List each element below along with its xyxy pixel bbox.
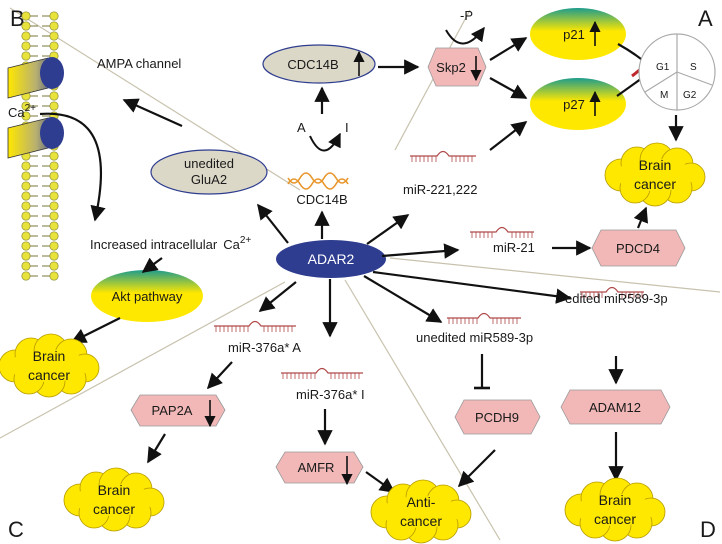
pap2a-label: PAP2A (152, 403, 193, 418)
unedited-mir589-label: unedited miR589-3p (416, 330, 533, 345)
arrow-glua2-to-ampa (122, 98, 183, 128)
brain-cancer-b-line2: cancer (28, 367, 70, 383)
arrow-mir376a-a-pap2a (206, 361, 233, 390)
anti-cancer-line2: cancer (400, 513, 442, 529)
arrow-skp2-p21 (489, 37, 528, 61)
arrow-adar2-glua2 (257, 203, 289, 244)
edited-mir589-label: edited miR589-3p (565, 291, 668, 306)
brain-cancer-a-line2: cancer (634, 176, 676, 192)
akt-pathway-label: Akt pathway (112, 289, 183, 304)
arrow-adar2-mir221 (366, 214, 410, 245)
ampa-channel-icon (7, 57, 64, 159)
g1-label: G1 (656, 62, 670, 73)
corner-label-d: D (700, 517, 716, 542)
p21-label: p21 (563, 27, 585, 42)
edit-a-label: A (297, 120, 306, 135)
edited-mir589-hairpin-icon (580, 286, 644, 298)
corner-label-b: B (10, 6, 25, 31)
unedited-mir589-hairpin-icon (447, 312, 521, 324)
adar2-label: ADAR2 (308, 251, 355, 267)
adar2-node (276, 240, 386, 278)
p27-label: p27 (563, 97, 585, 112)
amfr-node (275, 451, 364, 484)
cdc14b-gene-label: CDC14B (296, 192, 347, 207)
amfr-label: AMFR (298, 460, 335, 475)
arrow-adar2-unedited-mir589 (363, 275, 443, 323)
phospho-arrow (445, 26, 485, 45)
mir21-hairpin-icon (470, 226, 534, 238)
arrow-adar2-mir21 (381, 243, 460, 259)
pap2a-node (130, 394, 226, 427)
arrow-calcium-to-akt (141, 257, 163, 273)
editing-arrow (309, 132, 341, 152)
mir376a-a-hairpin-icon (214, 320, 296, 332)
pdcd4-label: PDCD4 (616, 241, 660, 256)
calcium-label: Ca2+ (8, 103, 36, 120)
mir221-hairpin-icon (410, 150, 476, 162)
arrow-amfr-anticancer (365, 471, 396, 493)
brain-cancer-d-line1: Brain (599, 492, 632, 508)
arrow-pap2a-cancer (147, 433, 166, 464)
brain-cancer-b-line1: Brain (33, 348, 66, 364)
pdcd4-node (591, 229, 686, 267)
brain-cancer-cloud-a (604, 142, 706, 207)
p21-node (530, 8, 626, 60)
anti-cancer-line1: Anti- (407, 494, 436, 510)
anti-cancer-cloud (370, 479, 472, 544)
mir221-label: miR-221,222 (403, 182, 477, 197)
akt-pathway-node (91, 270, 203, 322)
pcdh9-label: PCDH9 (475, 410, 519, 425)
arrow-pdcd4-cancer (633, 206, 649, 229)
calcium-influx-arrow (39, 112, 106, 222)
mir376a-i-hairpin-icon (281, 367, 363, 379)
skp2-label: Skp2 (436, 60, 466, 75)
edit-i-label: I (345, 120, 349, 135)
adam12-node (560, 389, 671, 425)
brain-cancer-c-line2: cancer (93, 501, 135, 517)
brain-cancer-cloud-b (0, 333, 100, 398)
corner-label-c: C (8, 517, 24, 542)
unedited-glua2-label-2: GluA2 (191, 172, 227, 187)
adar2-arrows (257, 203, 572, 338)
brain-cancer-c-line1: Brain (98, 482, 131, 498)
arrow-adar2-edited-mir589 (372, 270, 572, 304)
brain-cancer-d-line2: cancer (594, 511, 636, 527)
arrow-akt-to-cancer (70, 317, 121, 343)
arrow-skp2-p27 (489, 77, 528, 99)
brain-cancer-a-line1: Brain (639, 157, 672, 173)
arrow-mir221-p27 (489, 121, 528, 151)
ampa-channel-label: AMPA channel (97, 56, 181, 71)
dna-helix-icon (287, 172, 349, 190)
mir376a-a-label: miR-376a* A (228, 340, 301, 355)
p27-node (530, 78, 626, 130)
pcdh9-node (454, 399, 541, 435)
mir376a-i-label: miR-376a* I (296, 387, 365, 402)
unedited-glua2-label-1: unedited (184, 156, 234, 171)
s-label: S (690, 62, 697, 73)
adam12-label: ADAM12 (589, 400, 641, 415)
cdc14b-label: CDC14B (287, 57, 338, 72)
cdc14b-node (262, 44, 376, 84)
brain-cancer-cloud-c (63, 467, 165, 532)
cell-cycle-icon (638, 33, 716, 111)
arrow-adar2-mir376-a (258, 281, 297, 312)
unedited-glua2-node (150, 149, 268, 195)
brain-cancer-cloud-d (564, 477, 666, 542)
arrow-pcdh9-anticancer (457, 449, 496, 488)
m-label: M (660, 90, 668, 101)
phospho-label: -P (460, 8, 473, 23)
mir21-label: miR-21 (493, 240, 535, 255)
corner-label-a: A (698, 6, 713, 31)
g2-label: G2 (683, 90, 697, 101)
